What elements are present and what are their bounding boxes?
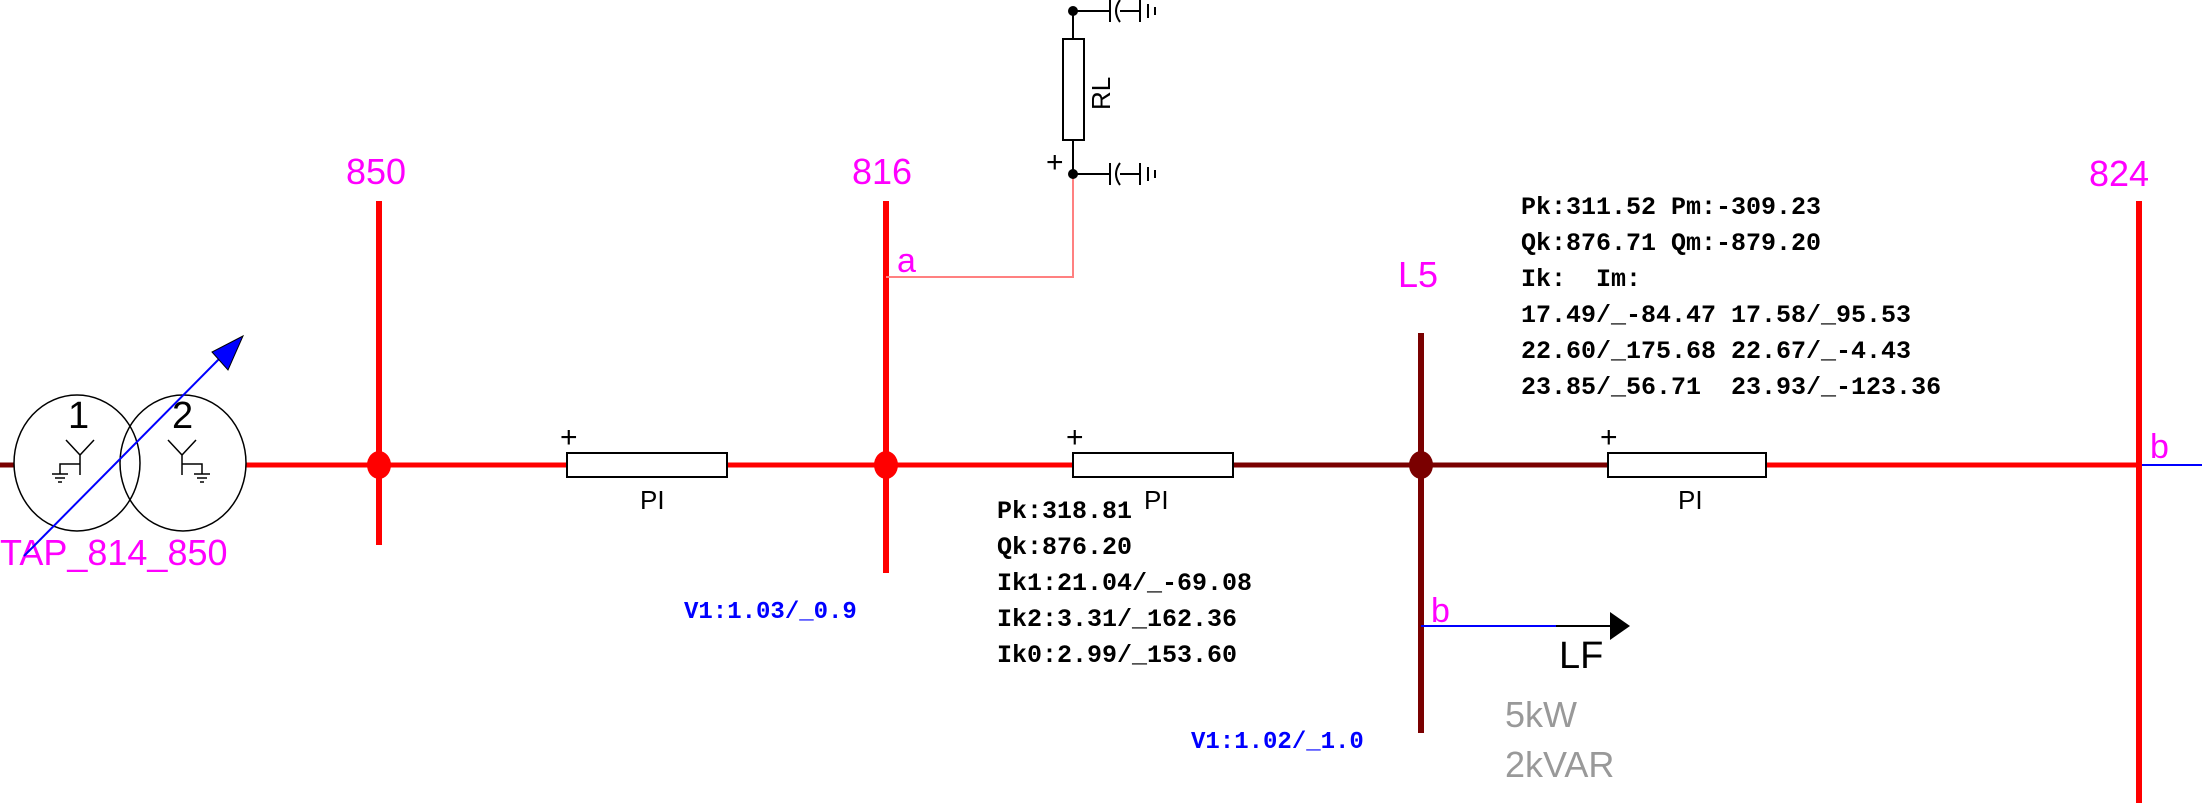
load-reactive-power: 2kVAR xyxy=(1505,744,1614,785)
branch-link-816-rl xyxy=(886,174,1074,278)
capacitor-icon-top xyxy=(1068,0,1156,23)
load-active-power: 5kW xyxy=(1505,694,1577,735)
phase-label-b-l5: b xyxy=(1431,592,1450,630)
plus-sign-pi3: + xyxy=(1600,421,1618,454)
transformer-name: TAP_814_850 xyxy=(0,532,228,573)
pi-label-2: PI xyxy=(1144,485,1169,515)
pi-label-3: PI xyxy=(1678,485,1703,515)
pi-element-1[interactable] xyxy=(566,452,728,478)
phase-label-a: a xyxy=(897,242,916,280)
transformer-icon[interactable] xyxy=(13,394,247,532)
tap-arrow-icon xyxy=(23,334,245,557)
result-line: 17.49/_-84.47 17.58/_95.53 xyxy=(1521,301,1911,330)
pi-element-2[interactable] xyxy=(1072,452,1234,478)
rl-element[interactable] xyxy=(1062,38,1085,141)
voltage-816: V1:1.03/_0.9 xyxy=(684,599,857,626)
result-line: Qk:876.20 xyxy=(997,533,1132,562)
node-816 xyxy=(874,451,898,479)
winding-2-label: 2 xyxy=(172,395,193,437)
pi-element-3[interactable] xyxy=(1607,452,1767,478)
plus-sign-pi2: + xyxy=(1066,421,1084,454)
rl-label: RL xyxy=(1086,77,1116,110)
pi-label-1: PI xyxy=(640,485,665,515)
result-line: Pk:318.81 xyxy=(997,497,1132,526)
line-results-816-l5: Pk:318.81 Qk:876.20 Ik1:21.04/_-69.08 Ik… xyxy=(997,497,1252,670)
winding-1-label: 1 xyxy=(68,395,89,437)
result-line: Ik2:3.31/_162.36 xyxy=(997,605,1237,634)
bus-label-824: 824 xyxy=(2089,153,2149,194)
plus-sign-pi1: + xyxy=(560,421,578,454)
load-name: LF xyxy=(1559,635,1603,677)
bus-label-816: 816 xyxy=(852,151,912,192)
result-line: 23.85/_56.71 23.93/_-123.36 xyxy=(1521,373,1941,402)
capacitor-icon-bottom xyxy=(1068,162,1156,186)
plus-sign-rl: + xyxy=(1046,146,1064,179)
voltage-l5: V1:1.02/_1.0 xyxy=(1191,729,1364,756)
result-line: Pk:311.52 Pm:-309.23 xyxy=(1521,193,1821,222)
phase-label-b-824: b xyxy=(2150,428,2169,466)
load-arrow-icon[interactable] xyxy=(1421,612,1630,640)
result-line: Ik: Im: xyxy=(1521,265,1641,294)
bus-label-l5: L5 xyxy=(1398,254,1438,295)
bus-label-850: 850 xyxy=(346,151,406,192)
node-l5 xyxy=(1409,451,1433,479)
result-line: Ik0:2.99/_153.60 xyxy=(997,641,1237,670)
result-line: Ik1:21.04/_-69.08 xyxy=(997,569,1252,598)
line-results-l5-824: Pk:311.52 Pm:-309.23 Qk:876.71 Qm:-879.2… xyxy=(1521,193,1941,402)
node-850 xyxy=(367,451,391,479)
result-line: 22.60/_175.68 22.67/_-4.43 xyxy=(1521,337,1911,366)
result-line: Qk:876.71 Qm:-879.20 xyxy=(1521,229,1821,258)
